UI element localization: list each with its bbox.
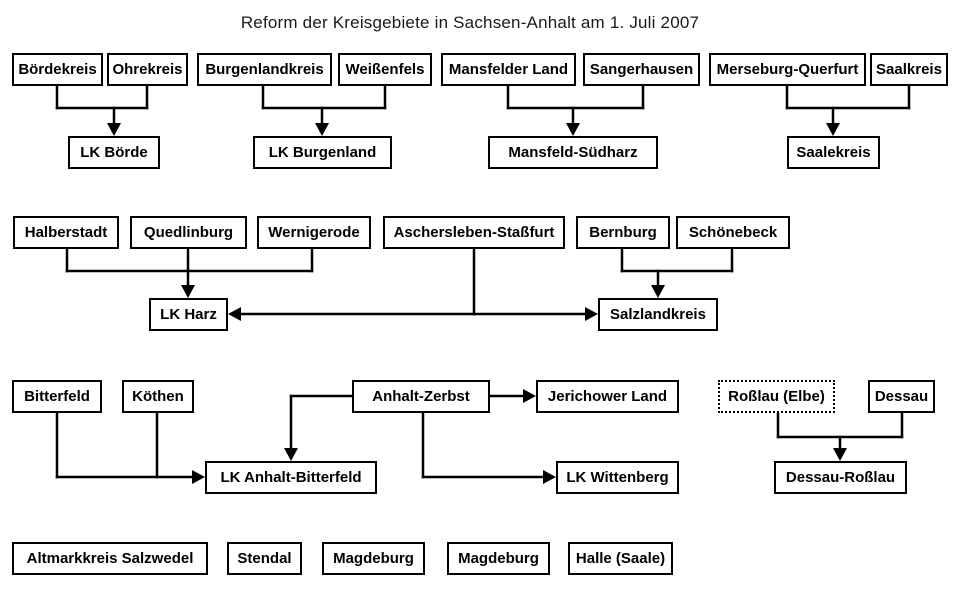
node-stendal: Stendal: [227, 542, 302, 575]
node-label: LK Burgenland: [268, 144, 377, 161]
node-anhalt-zerbst: Anhalt-Zerbst: [352, 380, 490, 413]
node-label: Weißenfels: [345, 61, 425, 78]
node-label: Mansfeld-Südharz: [508, 144, 638, 161]
node-dessau: Dessau: [868, 380, 935, 413]
node-label: Bitterfeld: [24, 388, 90, 405]
node-boerdekreis: Bördekreis: [12, 53, 103, 86]
node-merseburg-querfurt: Merseburg-Querfurt: [709, 53, 866, 86]
node-burgenlandkreis: Burgenlandkreis: [197, 53, 332, 86]
node-label: Dessau-Roßlau: [785, 469, 896, 486]
node-lk-harz: LK Harz: [149, 298, 228, 331]
node-label: Magdeburg: [458, 550, 539, 567]
node-schoenebeck: Schönebeck: [676, 216, 790, 249]
node-quedlinburg: Quedlinburg: [130, 216, 247, 249]
node-altmarkkreis-salzwedel: Altmarkkreis Salzwedel: [12, 542, 208, 575]
node-mansfelder-land: Mansfelder Land: [441, 53, 576, 86]
node-bernburg: Bernburg: [576, 216, 670, 249]
diagram-title: Reform der Kreisgebiete in Sachsen-Anhal…: [240, 13, 700, 32]
node-label: Saalekreis: [796, 144, 871, 161]
node-wernigerode: Wernigerode: [257, 216, 371, 249]
node-salzlandkreis: Salzlandkreis: [598, 298, 718, 331]
node-label: LK Wittenberg: [566, 469, 669, 486]
node-rosslau-elbe: Roßlau (Elbe): [718, 380, 835, 413]
node-label: Aschersleben-Staßfurt: [393, 224, 555, 241]
node-label: Magdeburg: [333, 550, 414, 567]
node-koethen: Köthen: [122, 380, 194, 413]
node-label: Saalkreis: [876, 61, 942, 78]
node-sangerhausen: Sangerhausen: [583, 53, 700, 86]
node-ohrekreis: Ohrekreis: [107, 53, 188, 86]
node-bitterfeld: Bitterfeld: [12, 380, 102, 413]
node-halberstadt: Halberstadt: [13, 216, 119, 249]
node-dessau-rosslau: Dessau-Roßlau: [774, 461, 907, 494]
node-label: Halle (Saale): [575, 550, 666, 567]
node-lk-wittenberg: LK Wittenberg: [556, 461, 679, 494]
node-label: Sangerhausen: [589, 61, 694, 78]
node-label: Jerichower Land: [547, 388, 668, 405]
node-label: Halberstadt: [24, 224, 108, 241]
node-lk-burgenland: LK Burgenland: [253, 136, 392, 169]
node-label: Stendal: [237, 550, 292, 567]
node-magdeburg-2: Magdeburg: [447, 542, 550, 575]
node-label: Burgenlandkreis: [205, 61, 324, 78]
node-label: Mansfelder Land: [448, 61, 569, 78]
node-aschersleben-stassfurt: Aschersleben-Staßfurt: [383, 216, 565, 249]
node-jerichower-land: Jerichower Land: [536, 380, 679, 413]
node-saalkreis: Saalkreis: [870, 53, 948, 86]
node-label: Merseburg-Querfurt: [716, 61, 859, 78]
node-label: Altmarkkreis Salzwedel: [26, 550, 194, 567]
node-label: Schönebeck: [688, 224, 778, 241]
node-saalekreis: Saalekreis: [787, 136, 880, 169]
node-label: Salzlandkreis: [610, 306, 706, 323]
node-label: LK Harz: [160, 306, 217, 323]
node-weissenfels: Weißenfels: [338, 53, 432, 86]
node-label: Quedlinburg: [143, 224, 234, 241]
node-label: LK Börde: [80, 144, 148, 161]
node-label: Ohrekreis: [112, 61, 183, 78]
node-mansfeld-suedharz: Mansfeld-Südharz: [488, 136, 658, 169]
node-label: Wernigerode: [268, 224, 360, 241]
node-lk-anhalt-bitterfeld: LK Anhalt-Bitterfeld: [205, 461, 377, 494]
node-label: Bördekreis: [18, 61, 97, 78]
node-label: Köthen: [132, 388, 184, 405]
node-magdeburg-1: Magdeburg: [322, 542, 425, 575]
node-label: Bernburg: [589, 224, 657, 241]
node-label: Anhalt-Zerbst: [372, 388, 470, 405]
node-label: LK Anhalt-Bitterfeld: [220, 469, 362, 486]
node-label: Roßlau (Elbe): [728, 388, 825, 405]
node-label: Dessau: [874, 388, 929, 405]
node-lk-boerde: LK Börde: [68, 136, 160, 169]
node-halle-saale: Halle (Saale): [568, 542, 673, 575]
